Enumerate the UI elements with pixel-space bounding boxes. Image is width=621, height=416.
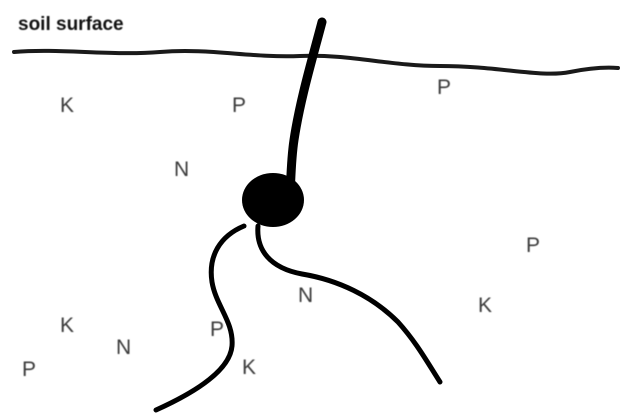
- nutrient-p: P: [210, 318, 224, 342]
- soil-surface-label: soil surface: [18, 14, 124, 36]
- nutrient-k: K: [60, 314, 74, 338]
- nutrient-p: P: [526, 234, 540, 258]
- nutrient-k: K: [478, 294, 492, 318]
- nutrient-n: N: [298, 284, 313, 308]
- seed-bulb: [242, 173, 304, 227]
- nutrient-p: P: [437, 76, 451, 100]
- stalk: [290, 22, 322, 196]
- right-root: [258, 226, 440, 382]
- left-root: [156, 226, 244, 410]
- nutrient-k: K: [60, 94, 74, 118]
- nutrient-n: N: [116, 336, 131, 360]
- nutrient-p: P: [232, 94, 246, 118]
- nutrient-p: P: [22, 358, 36, 382]
- nutrient-k: K: [242, 356, 256, 380]
- nutrient-n: N: [174, 158, 189, 182]
